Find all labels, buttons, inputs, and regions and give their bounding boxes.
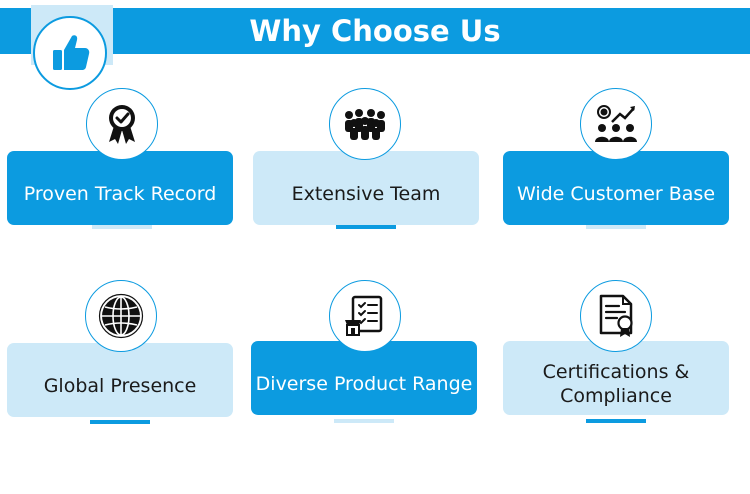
card-label: Proven Track Record	[23, 183, 217, 205]
growth-people-icon	[595, 105, 637, 142]
badge-circle	[33, 16, 107, 90]
card-global-presence: Global Presence	[7, 343, 233, 417]
card-wide-customer-base: Wide Customer Base	[503, 151, 729, 225]
card-underline	[90, 420, 150, 424]
icon-circle	[329, 88, 401, 160]
card-underline	[92, 225, 152, 229]
card-certifications-compliance: Certifications & Compliance	[503, 341, 729, 415]
header-bar	[0, 8, 750, 54]
card-diverse-product-range: Diverse Product Range	[251, 341, 477, 415]
card-label: Certifications & Compliance	[542, 361, 690, 407]
icon-circle	[86, 88, 158, 160]
card-underline	[586, 419, 646, 423]
globe-icon	[98, 293, 144, 339]
page-title: Why Choose Us	[249, 14, 501, 48]
card-label: Global Presence	[43, 375, 197, 397]
certificate-icon	[599, 294, 633, 337]
icon-circle	[580, 88, 652, 160]
icon-circle	[580, 280, 652, 352]
icon-circle	[85, 280, 157, 352]
thumbs-up-icon	[53, 35, 90, 70]
card-extensive-team: Extensive Team	[253, 151, 479, 225]
card-label: Extensive Team	[291, 183, 441, 205]
card-label: Wide Customer Base	[516, 183, 716, 205]
checklist-shop-icon	[345, 295, 383, 336]
card-underline	[586, 225, 646, 229]
card-proven-track-record: Proven Track Record	[7, 151, 233, 225]
icon-circle	[329, 280, 401, 352]
award-ribbon-icon	[109, 105, 135, 144]
card-label: Diverse Product Range	[255, 373, 473, 395]
card-underline	[336, 225, 396, 229]
crowd-icon	[345, 109, 385, 140]
card-underline	[334, 419, 394, 423]
